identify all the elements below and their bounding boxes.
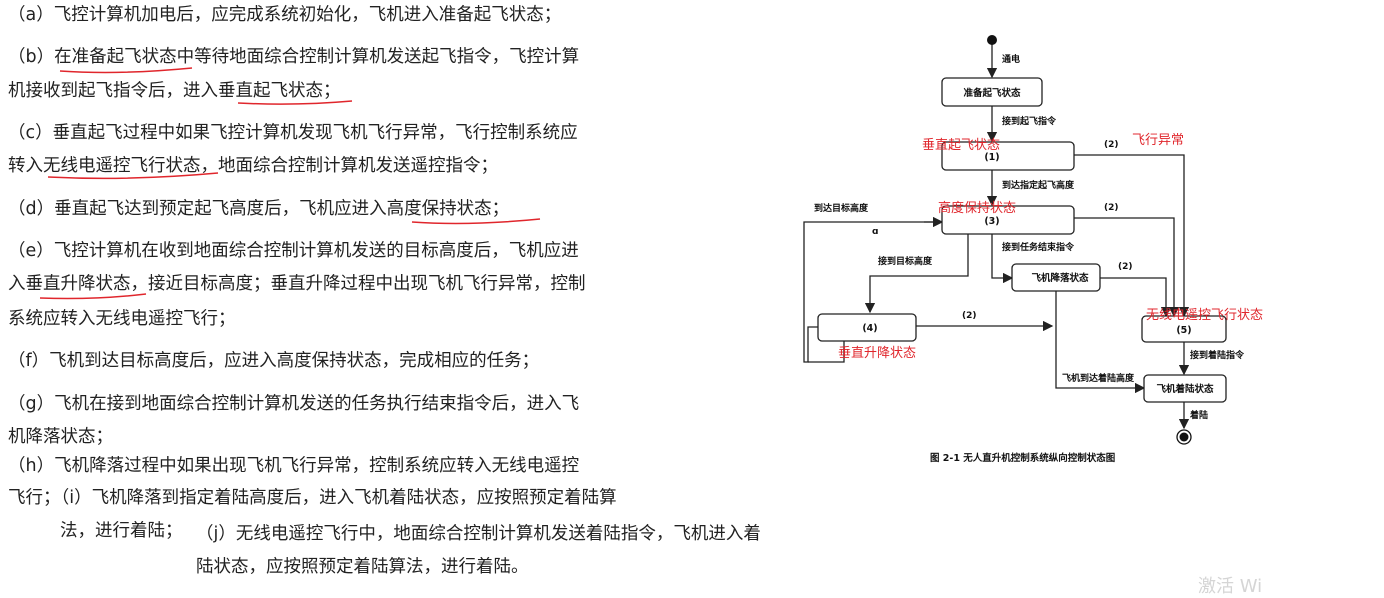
annotation-vertical-climb: 垂直升降状态 — [838, 346, 916, 361]
text-line-e2: 入垂直升降状态，接近目标高度；垂直升降过程中出现飞机飞行异常，控制 — [8, 274, 586, 294]
edge-target-alt-1: 到达目标高度 — [814, 202, 869, 214]
edge-land: 着陆 — [1189, 409, 1208, 421]
text-line-a: （a）飞控计算机加电后，应完成系统初始化，飞机进入准备起飞状态； — [8, 5, 562, 25]
underline-radio-control — [47, 172, 219, 180]
edge-landing-cmd: 接到着陆指令 — [1190, 349, 1245, 361]
annotation-altitude-hold: 高度保持状态 — [938, 200, 1016, 216]
edge-task-end-cmd: 接到任务结束指令 — [1002, 241, 1075, 253]
edge-fault-4: (2) — [962, 311, 977, 321]
state-1-box — [941, 141, 1075, 171]
text-underlines — [39, 67, 541, 300]
underline-ready-state — [59, 67, 193, 74]
edge-fault-3: (2) — [1118, 262, 1133, 272]
end-node — [1176, 429, 1192, 445]
text-line-e3: 系统应转入无线电遥控飞行； — [8, 309, 236, 329]
state-5-label: (5) — [1176, 325, 1191, 336]
annotation-vertical-takeoff: 垂直起飞状态 — [922, 138, 1000, 153]
text-line-h2: 飞行；（i）飞机降落到指定着陆高度后，进入飞机着陆状态，应按照预定着陆算 — [8, 488, 617, 508]
underline-vertical-takeoff — [237, 100, 353, 105]
state-touchdown-box — [1143, 374, 1227, 403]
state-3-label: (3) — [984, 216, 999, 227]
state-5-box — [1141, 315, 1227, 343]
state-4-box — [817, 313, 917, 342]
edge-takeoff-cmd: 接到起飞指令 — [1002, 115, 1057, 127]
edge-target-alt-2: 接到目标高度 — [878, 255, 933, 267]
edge-fault-1: (2) — [1104, 140, 1119, 150]
state-ready-label: 准备起飞状态 — [963, 87, 1021, 99]
edge-reach-takeoff-alt: 到达指定起飞高度 — [1002, 179, 1075, 191]
edge-power-on: 通电 — [1002, 53, 1020, 65]
state-ready-box — [941, 77, 1043, 107]
text-line-g1: （g）飞机在接到地面综合控制计算机发送的任务执行结束指令后，进入飞 — [8, 394, 580, 414]
state-landing-label: 飞机降落状态 — [1031, 272, 1089, 284]
underline-vertical-climb — [39, 293, 147, 300]
text-line-b2: 机接收到起飞指令后，进入垂直起飞状态； — [8, 81, 341, 101]
text-line-j1: （j）无线电遥控飞行中，地面综合控制计算机发送着陆指令，飞机进入着 — [196, 524, 761, 544]
edge-reach-landing-alt: 飞机到达着陆高度 — [1062, 372, 1135, 384]
text-line-e1: （e）飞控计算机在收到地面综合控制计算机发送的目标高度后，飞机应进 — [8, 241, 579, 261]
state-3-box — [941, 205, 1075, 235]
state-touchdown-label: 飞机着陆状态 — [1156, 383, 1214, 395]
text-line-c2: 转入无线电遥控飞行状态，地面综合控制计算机发送遥控指令； — [8, 156, 498, 176]
annotation-radio-control: 无线电遥控飞行状态 — [1146, 308, 1263, 323]
text-line-i2: 法，进行着陆； — [60, 521, 183, 541]
diagram-caption: 图 2-1 无人直升机控制系统纵向控制状态图 — [930, 452, 1115, 464]
tick-mark: ɑ — [872, 227, 878, 237]
text-line-b1: （b）在准备起飞状态中等待地面综合控制计算机发送起飞指令，飞控计算 — [8, 47, 580, 67]
state-1-label: (1) — [984, 152, 999, 163]
text-line-f: （f）飞机到达目标高度后，应进入高度保持状态，完成相应的任务； — [8, 351, 540, 371]
start-node — [987, 35, 997, 45]
edge-fault-2: (2) — [1104, 203, 1119, 213]
text-line-j2: 陆状态，应按照预定着陆算法，进行着陆。 — [196, 557, 529, 577]
text-line-c1: （c）垂直起飞过程中如果飞控计算机发现飞机飞行异常，飞行控制系统应 — [8, 123, 578, 143]
state-4-label: (4) — [862, 323, 877, 334]
text-line-d: （d）垂直起飞达到预定起飞高度后，飞机应进入高度保持状态； — [8, 199, 510, 219]
text-line-h1: （h）飞机降落过程中如果出现飞机飞行异常，控制系统应转入无线电遥控 — [8, 456, 580, 476]
state-landing-box — [1011, 263, 1101, 292]
text-line-g2: 机降落状态； — [8, 427, 113, 447]
underline-altitude-hold — [411, 218, 541, 225]
annotation-flight-fault: 飞行异常 — [1132, 133, 1184, 148]
watermark-text: 激活 Wi — [1198, 576, 1263, 597]
state-diagram: 准备起飞状态 (1) (3) 飞机降落状态 (4) (5) 飞机着陆状态 通电 … — [803, 35, 1263, 464]
